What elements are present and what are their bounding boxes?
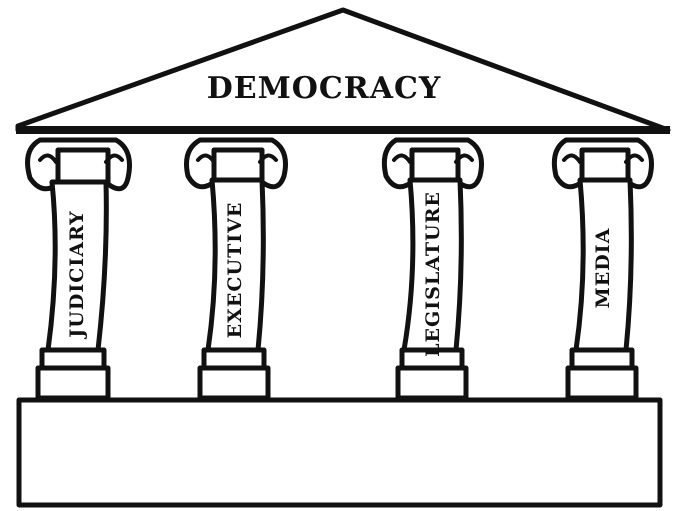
pediment	[15, 7, 671, 133]
plinth-bottom	[35, 365, 111, 401]
plinth-bottom	[565, 365, 639, 401]
plinth-top	[39, 347, 107, 371]
pillar-label: JUDICIARY	[66, 210, 88, 339]
pillar-label: LEGISLATURE	[422, 191, 444, 357]
pillar-judiciary: JUDICIARY	[25, 137, 132, 401]
plinth-bottom	[395, 365, 469, 401]
plinth-top	[569, 347, 635, 371]
pillar-label: EXECUTIVE	[224, 202, 246, 339]
pillar-label: MEDIA	[592, 228, 614, 309]
volute	[392, 153, 474, 164]
plinth-top	[201, 347, 267, 371]
volute	[562, 153, 644, 164]
pillar-legislature: LEGISLATURE	[381, 137, 484, 401]
roof	[15, 7, 671, 134]
capital	[25, 137, 132, 192]
capital	[184, 137, 288, 190]
base-platform	[16, 397, 663, 508]
roof-title: DEMOCRACY	[207, 71, 442, 106]
capital	[551, 137, 654, 190]
volute	[38, 153, 124, 164]
pillar-media: MEDIA	[551, 137, 654, 401]
pillar-executive: EXECUTIVE	[184, 137, 288, 401]
plinth-bottom	[197, 365, 271, 401]
architrave	[16, 126, 670, 134]
capital	[381, 137, 484, 190]
volute	[196, 153, 278, 164]
